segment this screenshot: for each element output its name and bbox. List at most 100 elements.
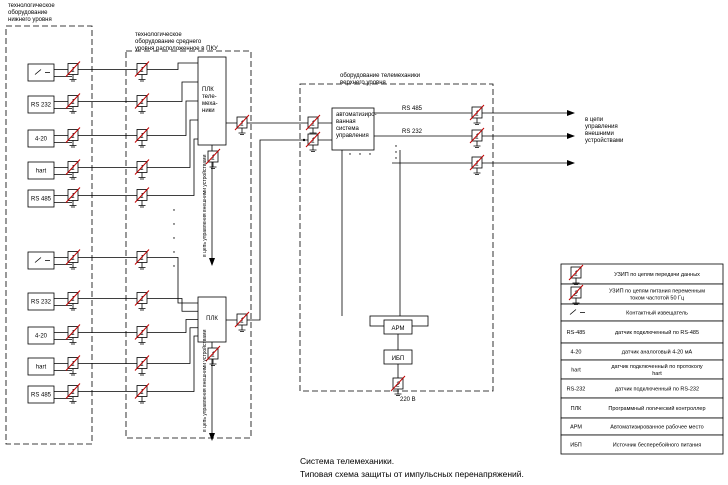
data-wire-upper <box>54 119 198 168</box>
zone-middle-level <box>125 50 252 439</box>
legend-text-6-1: датчик подключенный по протоколу <box>611 363 703 370</box>
contact-detector-symbol-lower <box>34 257 50 263</box>
uzip-control-output-1: 1 <box>205 148 221 169</box>
svg-text:1: 1 <box>140 133 144 140</box>
data-wire-lower <box>54 298 198 312</box>
svg-text:1: 1 <box>311 138 315 145</box>
svg-text:1: 1 <box>240 121 244 128</box>
output-dot <box>395 157 397 159</box>
svg-text:1: 1 <box>211 352 215 359</box>
uzip-output-rs485: 1 <box>469 104 485 125</box>
arm-label: АРМ <box>392 326 405 332</box>
svg-text:1: 1 <box>71 361 75 368</box>
sensor-label-lower-hart: hart <box>36 365 47 371</box>
legend-text-3-1: Контактный извещатель <box>626 310 688 317</box>
svg-text:1: 1 <box>71 255 75 262</box>
svg-text:2: 2 <box>395 382 400 389</box>
continuation-dot <box>173 237 175 239</box>
plc-telemechanics-label-1: ПЛК <box>202 87 214 93</box>
legend-contact-icon <box>569 309 585 315</box>
control-output-label-1: в цепь управления внешними устройствами <box>201 154 208 257</box>
uzip-sensor-side-upper: 1 <box>65 61 81 82</box>
uzip-sensor-side-upper: 1 <box>65 93 81 114</box>
plc-telemechanics-box <box>197 56 227 146</box>
svg-text:2: 2 <box>573 291 578 298</box>
output-dot <box>395 151 397 153</box>
svg-text:1: 1 <box>475 111 479 118</box>
sensor-label-upper-hart: hart <box>36 169 47 175</box>
zone-lower-title-1: технологическое <box>8 3 55 9</box>
svg-text:1: 1 <box>140 389 144 396</box>
asu-box <box>331 107 375 151</box>
svg-text:1: 1 <box>140 296 144 303</box>
svg-text:1: 1 <box>140 361 144 368</box>
legend-symbol-4: RS-485 <box>567 330 586 336</box>
legend-symbol-8: ПЛК <box>571 406 583 412</box>
zone-middle-title-1: технологическое <box>135 32 182 38</box>
svg-text:1: 1 <box>311 121 315 128</box>
svg-text:1: 1 <box>71 165 75 172</box>
svg-text:1: 1 <box>71 296 75 303</box>
asu-dot <box>349 153 351 155</box>
output-label-rs232: RS 232 <box>402 129 423 135</box>
uzip-plc-side-upper: 1 <box>134 61 150 82</box>
uzip-output-rs232: 1 <box>469 127 485 148</box>
svg-text:1: 1 <box>211 155 215 162</box>
ibp-box <box>383 349 413 365</box>
svg-text:1: 1 <box>71 389 75 396</box>
data-wire-lower <box>54 327 198 364</box>
plc-lower-box <box>197 296 227 343</box>
data-wire-upper <box>54 81 198 102</box>
uzip-plc-side-lower: 1 <box>134 383 150 404</box>
zone-upper-title-1: оборудование телемеханики <box>340 73 420 79</box>
sensor-box-lower-hart <box>27 357 55 376</box>
sensor-box-upper-contact <box>27 63 55 82</box>
legend-symbol-9: АРМ <box>570 425 582 431</box>
uzip-sensor-side-upper: 1 <box>65 127 81 148</box>
data-wire-lower <box>54 257 198 304</box>
sensor-label-lower-rs232: RS 232 <box>31 300 52 306</box>
svg-text:1: 1 <box>140 67 144 74</box>
sensor-box-lower-rs485 <box>27 385 55 404</box>
uzip-asu-in-1: 1 <box>305 114 321 135</box>
svg-text:1: 1 <box>140 330 144 337</box>
data-wire-lower <box>54 319 198 333</box>
plc-telemechanics-label-2: теле- <box>202 94 217 100</box>
legend-text-8-1: Программный логический контроллер <box>608 405 705 412</box>
sensor-label-lower-current: 4-20 <box>35 334 48 340</box>
uzip-plc2-out: 1 <box>234 311 250 332</box>
uzip-plc1-out: 1 <box>234 114 250 135</box>
output-label-rs485: RS 485 <box>402 106 423 112</box>
uzip-plc-side-lower: 1 <box>134 324 150 345</box>
svg-text:1: 1 <box>574 271 578 278</box>
legend-uzip-power-icon: 2 <box>568 284 584 305</box>
external-control-label-2: управления <box>585 124 618 130</box>
legend-text-1-1: УЗИП по цепям передачи данных <box>614 272 700 278</box>
caption-line-1: Система телемеханики. <box>300 456 395 466</box>
uzip-power: 2 <box>390 375 406 396</box>
uzip-sensor-side-upper: 1 <box>65 159 81 180</box>
uzip-sensor-side-lower: 1 <box>65 290 81 311</box>
sensor-box-lower-current <box>27 326 55 345</box>
uzip-control-output-2: 1 <box>205 345 221 366</box>
zone-lower-level <box>5 25 93 445</box>
plc-telemechanics-label-3: меха- <box>202 101 218 107</box>
uzip-sensor-side-lower: 1 <box>65 249 81 270</box>
output-dot <box>395 145 397 147</box>
legend-text-6-2: hart <box>652 371 662 377</box>
legend-text-4-1: датчик подключенный по RS-485 <box>615 329 699 336</box>
sensor-box-upper-rs485 <box>27 189 55 208</box>
uzip-plc-side-upper: 1 <box>134 127 150 148</box>
svg-text:1: 1 <box>140 255 144 262</box>
asu-dot <box>369 153 371 155</box>
legend-symbol-10: ИБП <box>570 443 582 449</box>
svg-text:1: 1 <box>71 330 75 337</box>
contact-detector-symbol-upper <box>34 69 50 75</box>
legend-text-7-1: датчик подключенный по RS-232 <box>615 386 699 393</box>
plc-lower-label: ПЛК <box>206 316 218 322</box>
uzip-plc-side-upper: 1 <box>134 93 150 114</box>
uzip-output-other: 1 <box>469 154 485 175</box>
sensor-box-upper-hart <box>27 161 55 180</box>
svg-text:1: 1 <box>475 134 479 141</box>
asu-dot <box>359 153 361 155</box>
